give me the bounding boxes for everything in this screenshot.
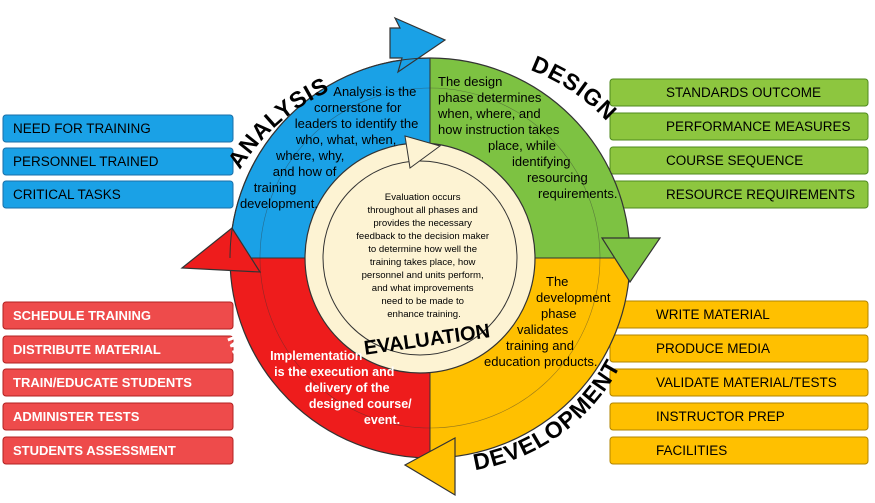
development-line: phase <box>541 306 576 321</box>
development-items: WRITE MATERIAL PRODUCE MEDIA VALIDATE MA… <box>609 300 869 465</box>
design-line: place, while <box>488 138 556 153</box>
development-item-label: PRODUCE MEDIA <box>656 341 770 356</box>
development-item[interactable]: FACILITIES <box>609 436 869 465</box>
design-item[interactable]: RESOURCE REQUIREMENTS <box>609 180 869 209</box>
implementation-line: event. <box>364 413 400 427</box>
evaluation-line: to determine how well the <box>368 244 477 255</box>
analysis-line: and how of <box>273 164 337 179</box>
development-arrowhead-icon <box>403 436 456 497</box>
development-description: The development phase validates training… <box>484 274 614 369</box>
design-items: STANDARDS OUTCOME PERFORMANCE MEASURES C… <box>609 78 869 209</box>
analysis-line: where, why, <box>275 148 344 163</box>
implementation-line: delivery of the <box>305 381 390 395</box>
implementation-items: SCHEDULE TRAINING DISTRIBUTE MATERIAL TR… <box>2 301 234 465</box>
analysis-items: NEED FOR TRAINING PERSONNEL TRAINED CRIT… <box>2 114 234 209</box>
implementation-item[interactable]: STUDENTS ASSESSMENT <box>2 436 234 465</box>
design-line: phase determines <box>438 90 542 105</box>
evaluation-line: enhance training. <box>387 309 461 320</box>
design-item-label: COURSE SEQUENCE <box>666 153 803 168</box>
implementation-item-label: TRAIN/EDUCATE STUDENTS <box>13 375 192 390</box>
development-item[interactable]: INSTRUCTOR PREP <box>609 402 869 431</box>
design-description: The design phase determines when, where,… <box>437 74 617 201</box>
implementation-item-label: STUDENTS ASSESSMENT <box>13 443 176 458</box>
evaluation-center: Evaluation occurs throughout all phases … <box>304 135 536 374</box>
development-item[interactable]: VALIDATE MATERIAL/TESTS <box>609 368 869 397</box>
evaluation-line: Evaluation occurs <box>385 192 461 203</box>
analysis-item[interactable]: PERSONNEL TRAINED <box>2 147 234 176</box>
analysis-line: who, what, when, <box>295 132 396 147</box>
development-line: education products. <box>484 354 597 369</box>
development-line: training and <box>506 338 574 353</box>
analysis-line: training <box>254 180 297 195</box>
development-line: validates <box>517 322 569 337</box>
design-line: identifying <box>512 154 571 169</box>
design-item[interactable]: PERFORMANCE MEASURES <box>609 112 869 141</box>
analysis-description: Analysis is the cornerstone for leaders … <box>240 84 422 211</box>
development-item-label: WRITE MATERIAL <box>656 307 770 322</box>
analysis-item-label: NEED FOR TRAINING <box>13 121 151 136</box>
implementation-item-label: SCHEDULE TRAINING <box>13 308 151 323</box>
evaluation-line: need to be made to <box>381 296 464 307</box>
implementation-item-label: ADMINISTER TESTS <box>13 409 140 424</box>
development-item-label: INSTRUCTOR PREP <box>656 409 785 424</box>
implementation-item-label: DISTRIBUTE MATERIAL <box>13 342 161 357</box>
analysis-line: leaders to identify the <box>295 116 419 131</box>
evaluation-line: throughout all phases and <box>367 205 477 216</box>
implementation-line: is the execution and <box>274 365 394 379</box>
design-line: when, where, and <box>437 106 541 121</box>
analysis-line: development. <box>240 196 318 211</box>
design-item-label: STANDARDS OUTCOME <box>666 85 821 100</box>
design-line: resourcing <box>527 170 588 185</box>
analysis-line: cornerstone for <box>314 100 402 115</box>
evaluation-line: training takes place, how <box>370 257 476 268</box>
design-arrowhead-icon <box>600 237 662 284</box>
development-item[interactable]: WRITE MATERIAL <box>609 300 869 329</box>
implementation-description: Implementation is the execution and deli… <box>270 349 415 427</box>
implementation-line: Implementation <box>270 349 362 363</box>
development-item[interactable]: PRODUCE MEDIA <box>609 334 869 363</box>
analysis-arrowhead-icon <box>389 16 447 74</box>
evaluation-line: personnel and units perform, <box>362 270 484 281</box>
evaluation-arrow-icon <box>404 135 442 169</box>
development-item-label: VALIDATE MATERIAL/TESTS <box>656 375 837 390</box>
design-item-label: RESOURCE REQUIREMENTS <box>666 187 855 202</box>
analysis-item[interactable]: NEED FOR TRAINING <box>2 114 234 143</box>
implementation-item[interactable]: SCHEDULE TRAINING <box>2 301 234 330</box>
analysis-item-label: PERSONNEL TRAINED <box>13 154 159 169</box>
design-line: how instruction takes <box>438 122 560 137</box>
development-line: The <box>546 274 568 289</box>
design-line: The design <box>438 74 502 89</box>
evaluation-line: provides the necessary <box>373 218 472 229</box>
development-line: development <box>536 290 611 305</box>
implementation-item[interactable]: ADMINISTER TESTS <box>2 402 234 431</box>
analysis-item-label: CRITICAL TASKS <box>13 187 121 202</box>
analysis-line: Analysis is the <box>333 84 416 99</box>
implementation-line: designed course/ <box>309 397 412 411</box>
implementation-arrowhead-icon <box>180 227 262 273</box>
evaluation-line: feedback to the decision maker <box>356 231 490 242</box>
implementation-item[interactable]: DISTRIBUTE MATERIAL <box>2 335 234 364</box>
evaluation-line: and what improvements <box>372 283 474 294</box>
design-item[interactable]: STANDARDS OUTCOME <box>609 78 869 107</box>
analysis-item[interactable]: CRITICAL TASKS <box>2 180 234 209</box>
development-item-label: FACILITIES <box>656 443 727 458</box>
implementation-item[interactable]: TRAIN/EDUCATE STUDENTS <box>2 368 234 397</box>
design-item[interactable]: COURSE SEQUENCE <box>609 146 869 175</box>
design-line: requirements. <box>538 186 617 201</box>
evaluation-description: Evaluation occurs throughout all phases … <box>356 192 491 320</box>
design-item-label: PERFORMANCE MEASURES <box>666 119 851 134</box>
